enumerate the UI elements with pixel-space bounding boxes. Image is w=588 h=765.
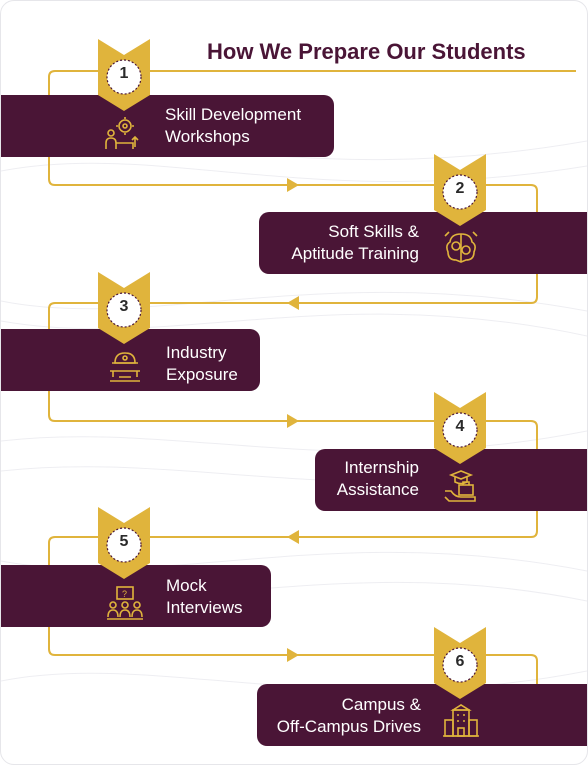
- step-1-line-2: Workshops: [165, 127, 250, 146]
- step-2-bar: Soft Skills & Aptitude Training: [259, 212, 587, 274]
- step-6-line-2: Off-Campus Drives: [276, 717, 421, 736]
- step-3-number: 3: [119, 298, 129, 315]
- step-1-line-1: Skill Development: [165, 105, 302, 124]
- svg-text:?: ?: [122, 589, 127, 599]
- step-1-label: Skill Development Workshops: [165, 104, 301, 148]
- campus-building-icon: [443, 704, 479, 737]
- step-5-badge: 5: [98, 507, 150, 579]
- step-6-label: Campus & Off-Campus Drives: [277, 694, 421, 738]
- step-5-line-1: Mock: [166, 576, 207, 595]
- step-4-line-1: Internship: [344, 458, 419, 477]
- step-2-number: 2: [455, 180, 465, 197]
- industry-helmet-icon: [110, 352, 140, 382]
- step-5-label: Mock Interviews: [166, 575, 243, 619]
- page-title: How We Prepare Our Students: [207, 39, 526, 64]
- step-2-line-1: Soft Skills &: [328, 222, 419, 241]
- step-6-bar: Campus & Off-Campus Drives: [257, 684, 587, 746]
- step-6-line-1: Campus &: [341, 695, 421, 714]
- step-5-line-2: Interviews: [166, 598, 243, 617]
- step-6-number: 6: [455, 653, 465, 670]
- step-2-line-2: Aptitude Training: [291, 244, 419, 263]
- step-1-number: 1: [119, 65, 129, 82]
- step-3-label: Industry Exposure: [166, 342, 238, 386]
- workshop-gear-icon: [105, 117, 139, 149]
- step-3-line-2: Exposure: [166, 365, 238, 384]
- step-4-label: Internship Assistance: [337, 457, 419, 501]
- step-4-number: 4: [455, 418, 465, 435]
- brain-gears-icon: [444, 231, 478, 263]
- step-6-badge: 6: [434, 627, 486, 699]
- graduate-hand-icon: [444, 470, 476, 502]
- step-2-label: Soft Skills & Aptitude Training: [291, 221, 419, 265]
- step-4-line-2: Assistance: [336, 480, 419, 499]
- step-5-number: 5: [119, 533, 129, 550]
- step-5-bar: ? Mock Interviews: [1, 565, 271, 627]
- step-3-badge: 3: [98, 272, 150, 344]
- step-4-bar: Internship Assistance: [315, 449, 587, 511]
- interview-panel-icon: ?: [107, 586, 143, 620]
- step-3-line-1: Industry: [166, 343, 227, 362]
- step-1-badge: 1: [98, 39, 150, 111]
- step-2-badge: 2: [434, 154, 486, 226]
- step-4-badge: 4: [434, 392, 486, 464]
- step-1-bar: Skill Development Workshops: [1, 95, 334, 157]
